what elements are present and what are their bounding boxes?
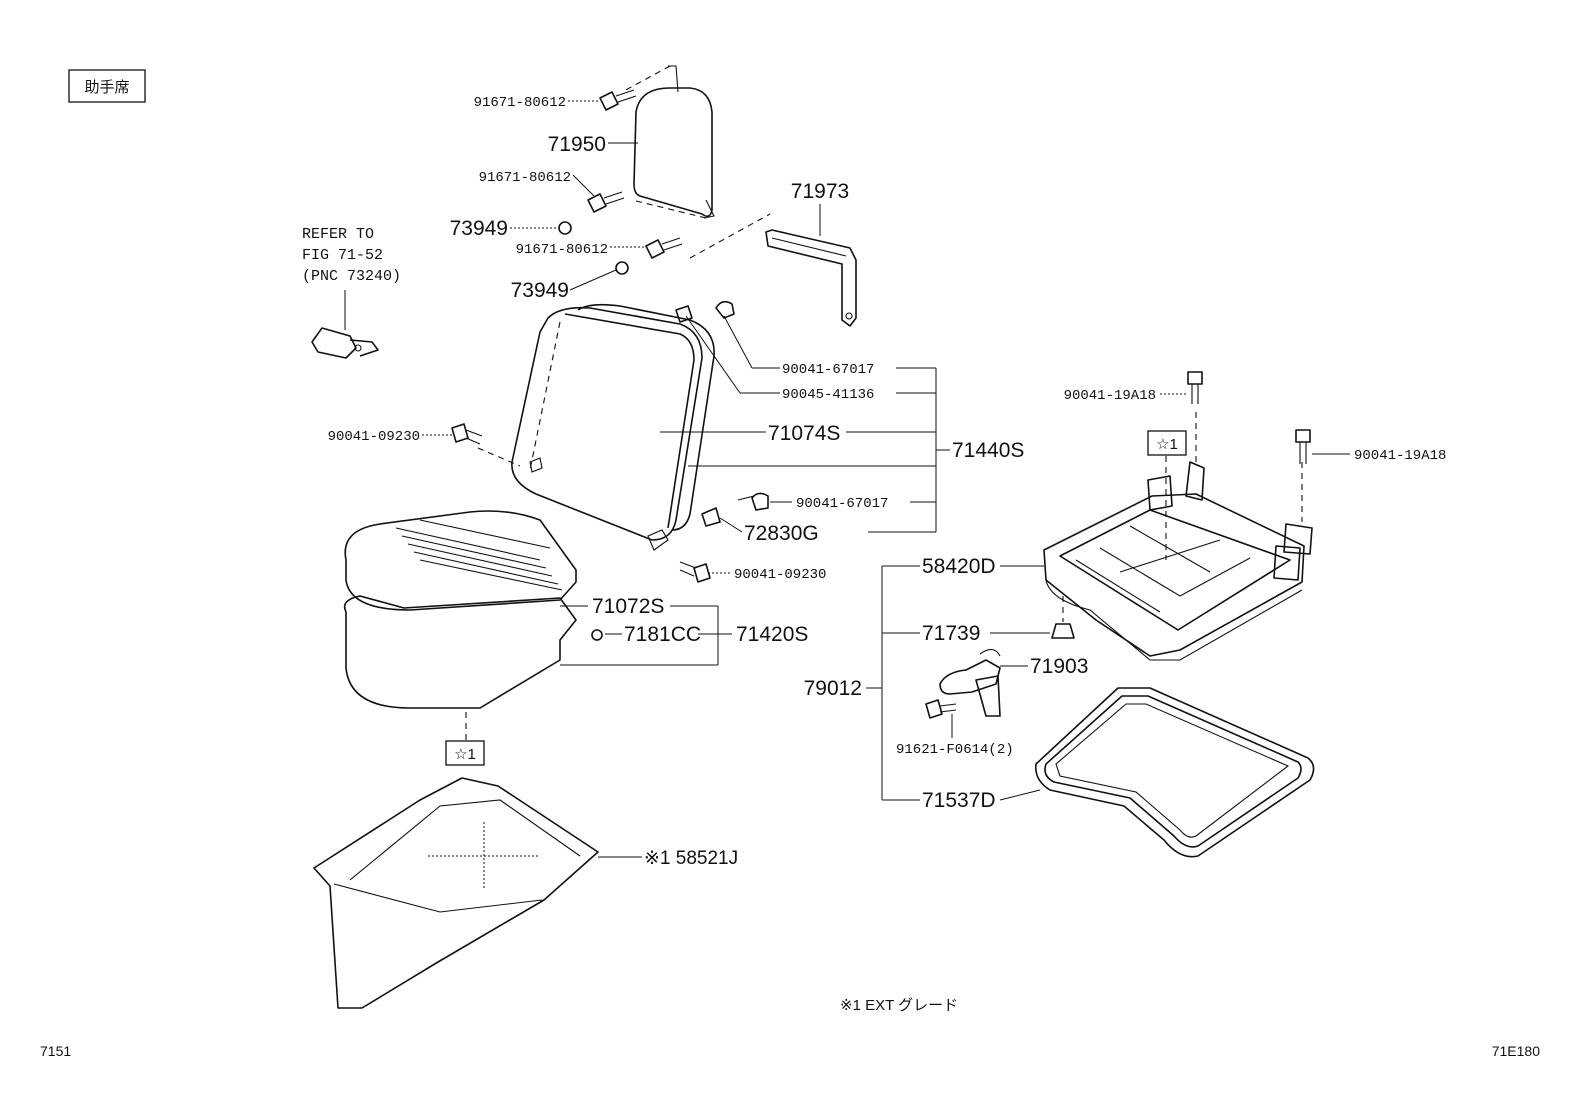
refer-note: REFER TO FIG 71-52 (PNC 73240) bbox=[302, 226, 401, 330]
bolt-icon bbox=[925, 699, 957, 719]
frame-trim bbox=[1034, 687, 1315, 858]
seat-frame bbox=[1043, 461, 1313, 661]
headrest-support bbox=[765, 229, 857, 327]
part-label: 71537D bbox=[922, 789, 996, 812]
part-label: 90041-19A18 bbox=[1354, 448, 1446, 464]
refer-note-line2: FIG 71-52 bbox=[302, 247, 383, 264]
part-label: 90041-67017 bbox=[796, 496, 888, 512]
page-code-right: 71E180 bbox=[1492, 1043, 1540, 1059]
part-label: 71072S bbox=[592, 595, 664, 618]
star-marker: ☆1 bbox=[1147, 430, 1187, 456]
part-label: 71440S bbox=[952, 439, 1024, 462]
bolt-icon bbox=[1187, 371, 1311, 464]
seat-belt-buckle-icon bbox=[311, 327, 379, 359]
part-label: 91671-80612 bbox=[516, 242, 608, 258]
section-tag-text: 助手席 bbox=[84, 79, 129, 96]
section-tag: 助手席 bbox=[68, 69, 146, 103]
page-number-left: 7151 bbox=[40, 1043, 71, 1059]
star-marker: ☆1 bbox=[445, 740, 485, 766]
leader-lines bbox=[422, 100, 1350, 858]
hog-ring-icon bbox=[591, 629, 603, 641]
part-label: 91671-80612 bbox=[474, 95, 566, 111]
clip-icon bbox=[675, 300, 769, 527]
part-label: 90041-09230 bbox=[328, 429, 420, 445]
floor-mat bbox=[313, 777, 599, 1009]
part-label: 79012 bbox=[804, 677, 862, 700]
part-label: 58420D bbox=[922, 555, 996, 578]
part-label: 71739 bbox=[922, 622, 980, 645]
lever-icon bbox=[939, 648, 1001, 717]
part-labels: 91671-80612 71950 91671-80612 73949 9167… bbox=[328, 95, 1447, 869]
star-marker-text: ☆1 bbox=[454, 746, 476, 763]
part-label: 90041-67017 bbox=[782, 362, 874, 378]
part-label: 71074S bbox=[768, 422, 840, 445]
seat-back bbox=[477, 303, 715, 551]
star-marker-text: ☆1 bbox=[1156, 436, 1178, 453]
part-label: 90041-09230 bbox=[734, 567, 826, 583]
part-label: 91621-F0614(2) bbox=[896, 742, 1014, 758]
footnote: ※1 EXT グレード bbox=[840, 997, 958, 1014]
grommet-icon bbox=[558, 221, 629, 275]
refer-note-line1: REFER TO bbox=[302, 226, 374, 243]
refer-note-line3: (PNC 73240) bbox=[302, 268, 401, 285]
seat-cushion bbox=[343, 510, 577, 709]
part-label: 71950 bbox=[548, 133, 606, 156]
bolt-icon bbox=[451, 423, 711, 583]
part-label: 72830G bbox=[744, 522, 819, 545]
bolt-icon bbox=[587, 89, 683, 259]
part-label: 71420S bbox=[736, 623, 808, 646]
headrest bbox=[621, 65, 715, 219]
bumper-icon bbox=[1051, 596, 1075, 639]
part-label: 7181CC bbox=[624, 623, 701, 646]
part-label: 73949 bbox=[450, 217, 508, 240]
part-label: 71973 bbox=[791, 180, 849, 203]
part-label: 90041-19A18 bbox=[1064, 388, 1156, 404]
part-label: 91671-80612 bbox=[479, 170, 571, 186]
part-label: 90045-41136 bbox=[782, 387, 874, 403]
part-label: 73949 bbox=[511, 279, 569, 302]
part-label: 71903 bbox=[1030, 655, 1088, 678]
part-label: ※1 58521J bbox=[644, 848, 738, 869]
